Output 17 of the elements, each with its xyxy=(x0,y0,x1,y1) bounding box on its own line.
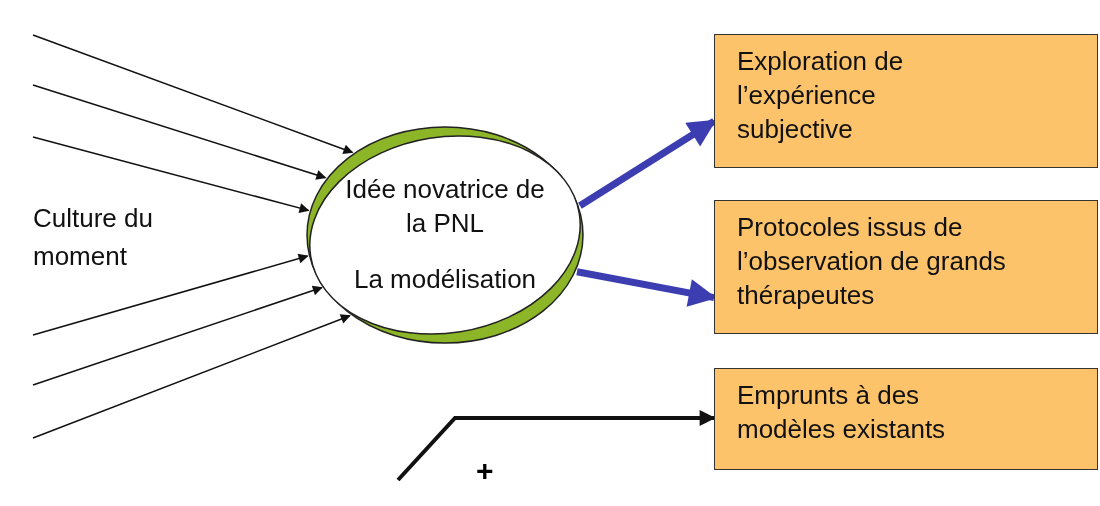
arrow xyxy=(32,84,327,180)
process-box xyxy=(714,200,1098,334)
arrow xyxy=(32,34,354,155)
ellipse-node xyxy=(305,125,585,345)
arrow xyxy=(32,136,310,213)
arrow xyxy=(396,410,716,482)
arrow xyxy=(32,314,351,439)
process-box xyxy=(714,34,1098,168)
arrow xyxy=(32,285,323,386)
box-text: Exploration de l’expérience subjective xyxy=(737,45,905,146)
side-label: Culture du moment xyxy=(33,202,154,273)
ellipse-text: Idée novatrice de la PNL xyxy=(345,173,545,241)
box-text: Protocoles issus de l’observation de grands thérapeutes xyxy=(737,211,1007,312)
ellipse-text: La modélisation xyxy=(353,262,537,296)
arrow xyxy=(32,253,309,336)
box-text: Emprunts à des modèles existants xyxy=(737,379,947,446)
process-box xyxy=(714,368,1098,470)
